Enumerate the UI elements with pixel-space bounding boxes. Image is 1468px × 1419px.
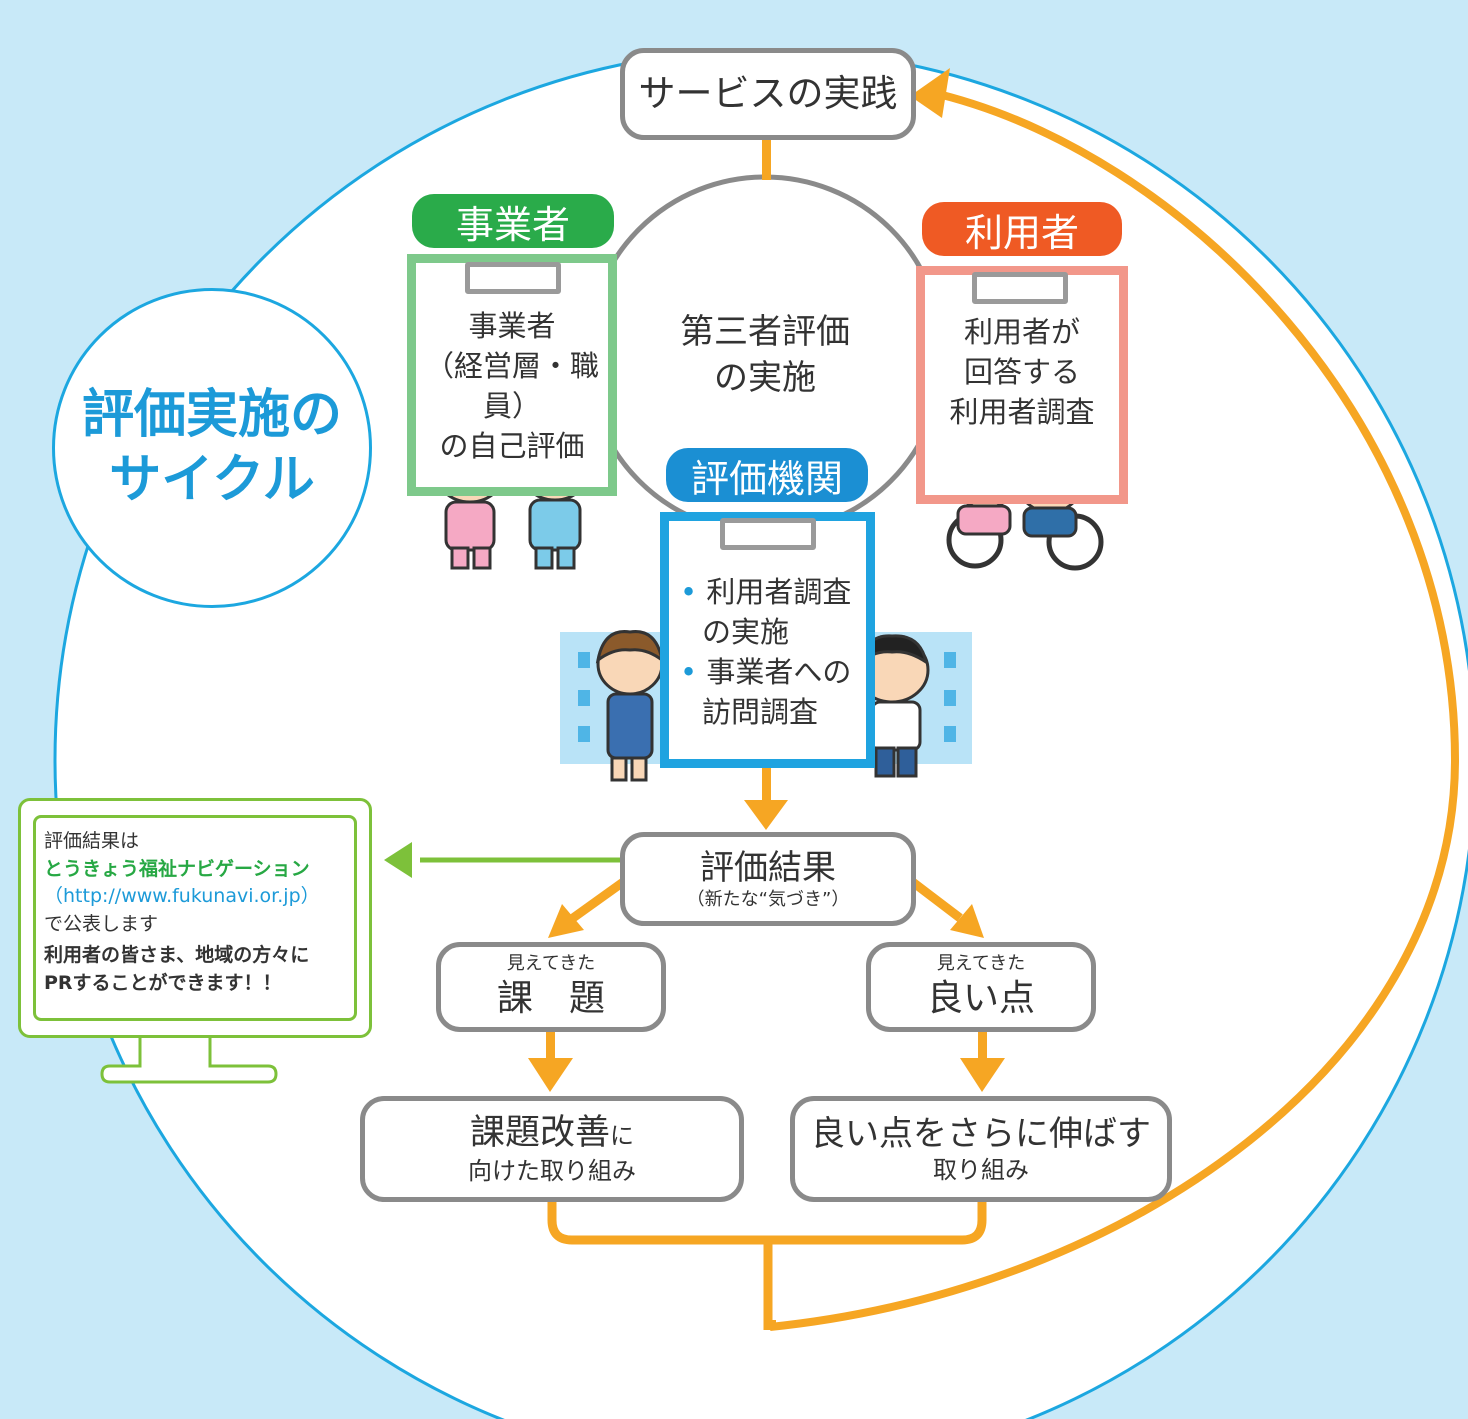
user-pill: 利用者 xyxy=(922,202,1122,256)
user-line3: 利用者調査 xyxy=(949,395,1095,430)
provider-line2: （経営層・職員） xyxy=(424,349,599,424)
monitor-site-name[interactable]: とうきょう福祉ナビゲーション xyxy=(44,857,310,880)
service-practice-box: サービスの実践 xyxy=(620,48,916,140)
result-title: 評価結果 xyxy=(700,847,836,888)
agency-card xyxy=(660,512,875,768)
user-text: 利用者が 回答する 利用者調査 xyxy=(922,312,1122,432)
agency-pill-label: 評価機関 xyxy=(690,456,843,501)
agency-item1-line2: の実施 xyxy=(702,615,790,650)
issues-main: 課 題 xyxy=(496,977,605,1019)
monitor-pr2: PRすることができます！！ xyxy=(44,971,282,994)
provider-pill: 事業者 xyxy=(412,194,614,248)
provider-line3: の自己評価 xyxy=(439,429,585,464)
bullet-icon: • xyxy=(680,575,698,609)
monitor-frame: 評価結果は とうきょう福祉ナビゲーション （http://www.fukunav… xyxy=(18,798,372,1038)
agency-items: • 利用者調査 の実施 • 事業者への 訪問調査 xyxy=(680,572,870,732)
good-down-arrow xyxy=(960,1058,1005,1092)
agency-clip xyxy=(720,518,816,550)
user-clip xyxy=(972,272,1068,304)
agency-pill: 評価機関 xyxy=(666,448,868,502)
improve-main: 課題改善に xyxy=(469,1113,634,1154)
agency-item2-line2: 訪問調査 xyxy=(702,695,819,730)
provider-pill-label: 事業者 xyxy=(455,202,570,247)
provider-card xyxy=(407,254,617,496)
issues-down-arrow xyxy=(528,1058,573,1092)
extend-box: 良い点をさらに伸ばす 取り組み xyxy=(790,1096,1172,1202)
good-points-box: 見えてきた 良い点 xyxy=(866,942,1096,1032)
issues-box: 見えてきた 課 題 xyxy=(436,942,666,1032)
user-line2: 回答する xyxy=(963,355,1080,390)
monitor-screen: 評価結果は とうきょう福祉ナビゲーション （http://www.fukunav… xyxy=(33,815,357,1021)
user-line1: 利用者が xyxy=(963,315,1080,349)
user-card xyxy=(916,266,1128,504)
user-pill-label: 利用者 xyxy=(964,210,1079,255)
extend-main: 良い点をさらに伸ばす xyxy=(811,1113,1151,1154)
left-diag-arrow xyxy=(548,904,584,938)
result-sub: （新たな“気づき”） xyxy=(686,889,850,910)
provider-line1: 事業者 xyxy=(468,309,556,343)
cycle-title-line1: 評価実施の xyxy=(81,385,342,445)
provider-clip xyxy=(465,262,561,294)
result-box: 評価結果 （新たな“気づき”） xyxy=(620,832,916,926)
center-line2: の実施 xyxy=(714,357,816,398)
improve-box: 課題改善に 向けた取り組み xyxy=(360,1096,744,1202)
return-arc xyxy=(769,88,1460,1331)
right-diag-arrow xyxy=(950,904,984,938)
agency-item: • 事業者への xyxy=(680,655,852,690)
monitor-pr1: 利用者の皆さま、地域の方々に xyxy=(44,944,310,967)
agency-down-arrow xyxy=(744,800,788,830)
extend-sub: 取り組み xyxy=(933,1156,1029,1185)
cycle-title-circle: 評価実施の サイクル xyxy=(52,288,372,608)
bullet-icon: • xyxy=(680,655,698,690)
monitor-stand xyxy=(100,1038,278,1084)
center-line1: 第三者評価 xyxy=(680,312,850,352)
improve-sub: 向けた取り組み xyxy=(468,1156,636,1185)
issues-small: 見えてきた xyxy=(506,953,596,975)
service-practice-label: サービスの実践 xyxy=(638,71,898,115)
good-small: 見えてきた xyxy=(936,953,1026,975)
publish-arrow xyxy=(384,842,412,878)
service-connector xyxy=(762,138,771,180)
monitor-url[interactable]: （http://www.fukunavi.or.jp） xyxy=(44,885,320,908)
cycle-title-line2: サイクル xyxy=(109,450,315,510)
return-arrow-head xyxy=(910,68,950,118)
monitor-line3: で公表します xyxy=(44,912,159,935)
agency-item: • 利用者調査 xyxy=(680,575,852,609)
good-main: 良い点 xyxy=(926,977,1035,1019)
monitor-line1: 評価結果は xyxy=(44,830,140,852)
center-label: 第三者評価 の実施 xyxy=(650,310,880,402)
provider-text: 事業者 （経営層・職員） の自己評価 xyxy=(412,306,612,466)
